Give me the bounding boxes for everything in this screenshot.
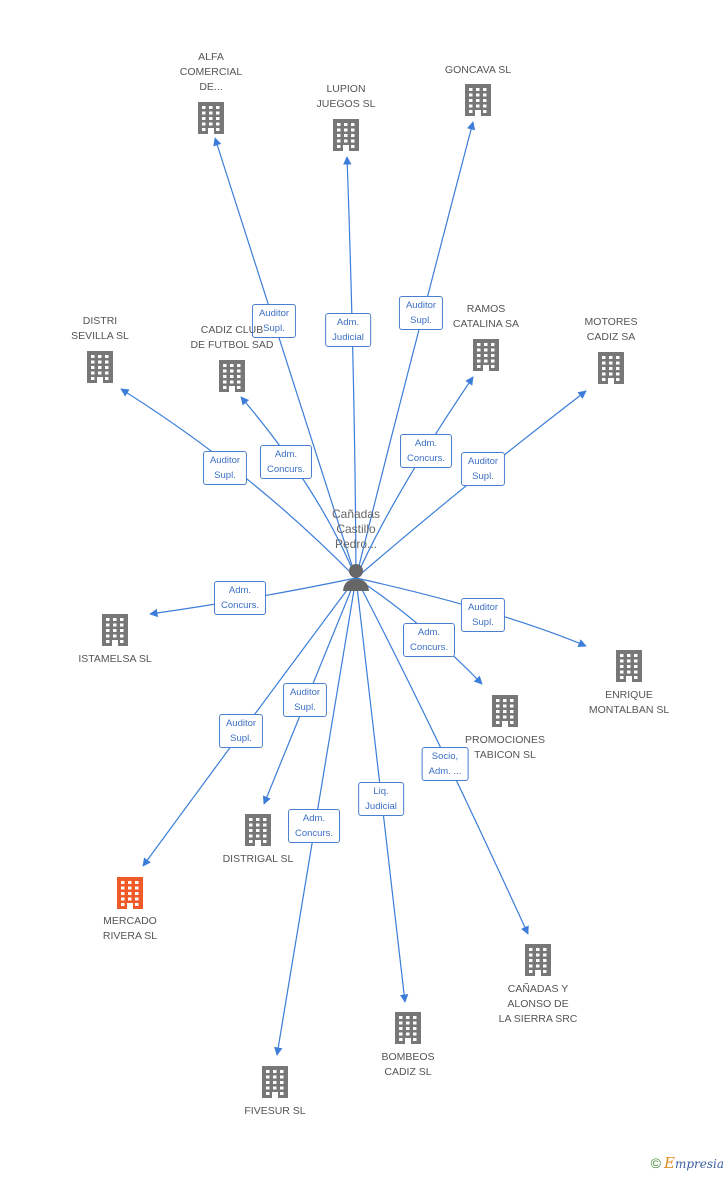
edge-label-ramos[interactable]: Adm. Concurs. <box>399 434 453 468</box>
company-label-lupion[interactable]: LUPION JUEGOS SL <box>316 83 376 110</box>
building-icon[interactable] <box>245 814 271 846</box>
building-icon[interactable] <box>87 351 113 383</box>
edge-label-goncava[interactable]: Auditor Supl. <box>398 296 444 330</box>
company-label-distri[interactable]: DISTRI SEVILLA SL <box>71 315 129 342</box>
building-icon[interactable] <box>395 1012 421 1044</box>
edge-label-distrigal[interactable]: Auditor Supl. <box>282 683 328 717</box>
building-icon[interactable] <box>465 84 491 116</box>
edge-label-promociones[interactable]: Adm. Concurs. <box>402 623 456 657</box>
company-label-mercado[interactable]: MERCADO RIVERA SL <box>102 915 158 942</box>
building-icon[interactable] <box>492 695 518 727</box>
company-label-istamelsa[interactable]: ISTAMELSA SL <box>78 653 152 665</box>
company-label-bombeos[interactable]: BOMBEOS CADIZ SL <box>381 1051 435 1078</box>
edge-label-enrique[interactable]: Auditor Supl. <box>460 598 506 632</box>
edge-alfa <box>213 137 357 579</box>
edge-lupion <box>343 156 357 579</box>
edge-ramos <box>355 376 474 579</box>
edge-label-istamelsa[interactable]: Adm. Concurs. <box>213 581 267 615</box>
building-icon[interactable] <box>117 877 143 909</box>
edge-label-alfa[interactable]: Auditor Supl. <box>251 304 297 338</box>
copyright-icon: © <box>650 1155 661 1171</box>
footer-brand: ©Empresia <box>651 1154 724 1172</box>
company-label-enrique[interactable]: ENRIQUE MONTALBAN SL <box>588 689 670 716</box>
building-icon[interactable] <box>598 352 624 384</box>
building-icon[interactable] <box>525 944 551 976</box>
person-icon[interactable] <box>343 564 369 591</box>
edge-label-cadizcf[interactable]: Adm. Concurs. <box>259 445 313 479</box>
company-label-distrigal[interactable]: DISTRIGAL SL <box>222 853 294 865</box>
center-person-label[interactable]: Cañadas Castillo Pedro... <box>331 507 381 551</box>
edge-canadas <box>355 577 529 935</box>
company-label-ramos[interactable]: RAMOS CATALINA SA <box>452 303 520 330</box>
building-icon[interactable] <box>262 1066 288 1098</box>
company-label-alfa[interactable]: ALFA COMERCIAL DE... <box>179 51 243 93</box>
building-icon[interactable] <box>102 614 128 646</box>
company-label-promociones[interactable]: PROMOCIONES TABICON SL <box>465 734 545 761</box>
brand-logo: Empresia <box>663 1154 724 1172</box>
edge-label-motores[interactable]: Auditor Supl. <box>460 452 506 486</box>
building-icon[interactable] <box>473 339 499 371</box>
company-label-goncava[interactable]: GONCAVA SL <box>444 64 512 76</box>
building-icon[interactable] <box>333 119 359 151</box>
edge-label-distri[interactable]: Auditor Supl. <box>202 451 248 485</box>
company-label-cadizcf[interactable]: CADIZ CLUB DE FUTBOL SAD <box>190 324 274 351</box>
edge-cadizcf <box>240 396 357 579</box>
edge-label-bombeos[interactable]: Liq. Judicial <box>358 782 404 816</box>
company-label-motores[interactable]: MOTORES CADIZ SA <box>584 316 638 343</box>
edge-label-mercado[interactable]: Auditor Supl. <box>218 714 264 748</box>
edge-fivesur <box>274 577 357 1056</box>
building-icon[interactable] <box>219 360 245 392</box>
building-icon[interactable] <box>198 102 224 134</box>
company-label-canadas[interactable]: CAÑADAS Y ALONSO DE LA SIERRA SRC <box>498 983 578 1025</box>
company-label-fivesur[interactable]: FIVESUR SL <box>244 1105 306 1117</box>
building-icon[interactable] <box>616 650 642 682</box>
edge-label-lupion[interactable]: Adm. Judicial <box>325 313 371 347</box>
edge-label-fivesur[interactable]: Adm. Concurs. <box>287 809 341 843</box>
edge-label-canadas[interactable]: Socio, Adm. ... <box>421 747 469 781</box>
edge-goncava <box>355 121 476 579</box>
